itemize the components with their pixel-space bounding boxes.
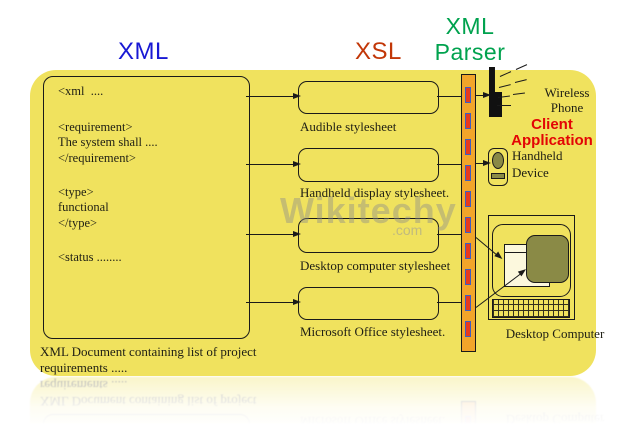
handheld-device-icon	[488, 148, 508, 186]
stylesheet-box-audible	[298, 81, 439, 114]
title-xml-parser-line1: XML	[445, 13, 495, 39]
xml-code-line: <type>	[58, 185, 94, 199]
parser-dash	[464, 243, 471, 259]
xml-document-box: <xml .... <requirement> The system shall…	[43, 76, 250, 339]
signal-wave-icon	[515, 64, 528, 70]
parser-dash	[464, 295, 471, 311]
arrowhead-icon	[483, 159, 491, 166]
arrow-doc-to-desktop	[246, 230, 301, 237]
desktop-computer-icon	[488, 215, 575, 320]
arrowhead-icon	[293, 230, 301, 237]
xml-code-line: </requirement>	[58, 151, 136, 165]
xml-code-line: <requirement>	[58, 120, 133, 134]
arrow-parser-to-phone	[476, 91, 491, 98]
stylesheet-box-handheld	[298, 148, 439, 182]
signal-wave-icon	[497, 95, 510, 98]
title-xml-parser-line2: Parser	[434, 39, 506, 65]
arrowhead-icon	[293, 298, 301, 305]
parser-dash	[464, 191, 471, 207]
wireless-phone-label-line1: Wireless	[544, 85, 590, 100]
signal-wave-icon	[514, 79, 527, 83]
title-xml-parser: XML Parser	[432, 13, 508, 65]
client-application-label: Client Application	[504, 117, 600, 149]
xml-code-line: <xml ....	[58, 84, 104, 98]
line-handheld-to-parser	[437, 164, 461, 165]
title-xsl: XSL	[355, 38, 402, 65]
monitor-shape	[492, 224, 571, 297]
desktop-computer-label: Desktop Computer	[505, 326, 605, 341]
signal-wave-icon	[512, 92, 525, 95]
parser-dash	[464, 165, 471, 181]
arrow-parser-to-handheld	[476, 159, 491, 166]
stylesheet-label-handheld: Handheld display stylesheet.	[300, 185, 450, 200]
arrow-doc-to-handheld	[246, 160, 301, 167]
window-foreground-shape	[526, 235, 569, 283]
handheld-screen-shape	[492, 152, 504, 169]
watermark-text: Wikitechy	[280, 190, 457, 231]
handheld-button-shape	[491, 173, 505, 179]
wireless-phone-label: Wireless Phone	[538, 85, 596, 115]
signal-wave-icon	[498, 84, 511, 88]
arrow-doc-to-office	[246, 298, 301, 305]
xml-code-line: functional	[58, 200, 109, 214]
keyboard-shape	[492, 299, 570, 318]
parser-bar	[461, 74, 476, 352]
document-caption-line1: XML Document containing list of project	[40, 344, 257, 359]
reflection-fade	[0, 377, 642, 427]
stylesheet-label-desktop: Desktop computer stylesheet	[300, 258, 451, 273]
arrow-doc-to-audible	[246, 92, 301, 99]
parser-dash	[464, 269, 471, 285]
arrowhead-icon	[293, 92, 301, 99]
client-application-line1: Client	[531, 116, 573, 133]
title-xml: XML	[118, 38, 169, 65]
arrowhead-icon	[483, 91, 491, 98]
xml-code-line: The system shall ....	[58, 135, 158, 149]
wireless-phone-label-line2: Phone	[550, 100, 584, 115]
line-office-to-parser	[437, 302, 461, 303]
client-application-line2: Application	[511, 132, 593, 149]
watermark-domain: .com	[392, 222, 423, 238]
xml-code-line: <status ........	[58, 250, 122, 264]
handheld-device-label: Handheld Device	[512, 148, 563, 181]
line-desktop-to-parser	[437, 234, 461, 235]
handheld-device-line1: Handheld	[512, 148, 563, 163]
signal-wave-icon	[497, 105, 511, 106]
handheld-device-line2: Device	[512, 164, 549, 180]
xml-code-line: </type>	[58, 216, 98, 230]
parser-dash	[464, 217, 471, 233]
parser-dash	[464, 321, 471, 337]
stylesheet-label-office: Microsoft Office stylesheet.	[300, 324, 446, 339]
parser-dash	[464, 113, 471, 129]
stylesheet-box-office	[298, 287, 439, 320]
arrowhead-icon	[293, 160, 301, 167]
diagram-panel: <xml .... <requirement> The system shall…	[30, 64, 604, 376]
parser-dash	[464, 87, 471, 103]
document-caption-line2: requirements .....	[40, 360, 128, 375]
stylesheet-label-audible: Audible stylesheet	[300, 119, 397, 134]
signal-wave-icon	[499, 71, 512, 77]
parser-dash	[464, 139, 471, 155]
line-audible-to-parser	[437, 96, 461, 97]
